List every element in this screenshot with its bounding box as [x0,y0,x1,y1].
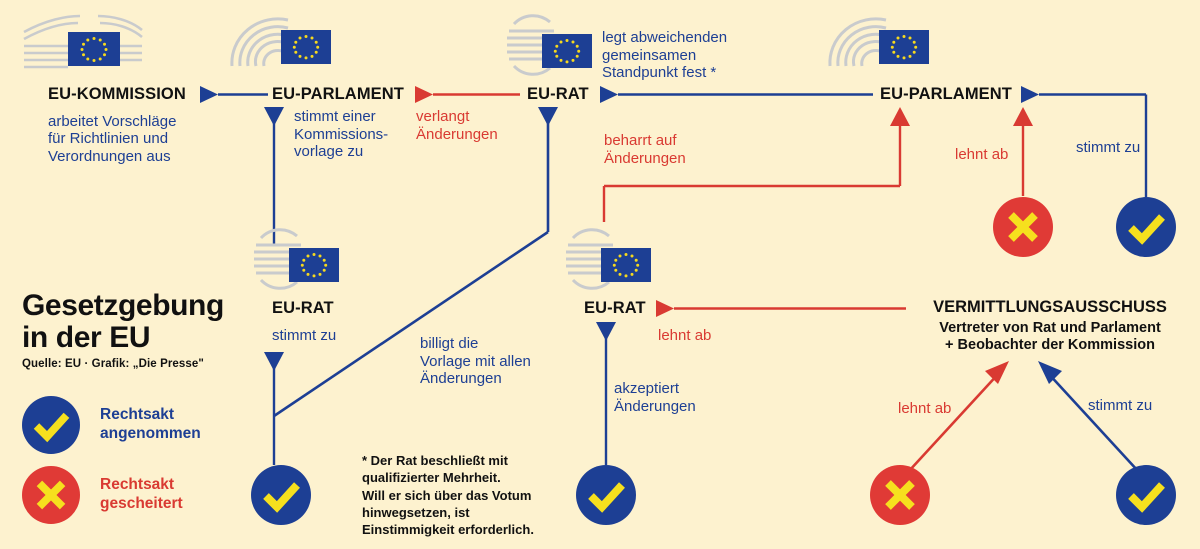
label-line: Vorlage mit allen [420,352,531,370]
node-title: EU-KOMMISSION [48,85,186,103]
edge-label-lehnt-ab-parlament: lehnt ab [955,146,1009,163]
edge-council-top-to-parliament-right [600,86,873,103]
check-circle-icon [251,465,311,525]
cross-circle-icon [870,465,930,525]
sub-line: arbeitet Vorschläge [48,112,177,130]
label-line: Änderungen [416,125,498,143]
footnote-line: qualifizierter Mehrheit. [362,470,501,486]
label-line: beharrt auf [604,132,677,149]
sub-line: Kommissions- [294,125,389,143]
edge-label-beharrt-auf-aenderungen: beharrt auf Änderungen [604,132,686,167]
node-vermittlungsausschuss[interactable]: VERMITTLUNGSAUSSCHUSS Vertreter von Rat … [900,299,1200,355]
edge-council-mid-akzeptiert [596,322,616,465]
sub-line: stimmt einer [294,108,376,125]
eu-parliament-logo [230,17,331,67]
legend-label: Rechtsakt gescheitert [100,476,183,513]
legend-line: Rechtsakt [100,476,175,494]
edge-commission-to-parliament [200,86,268,103]
node-title: VERMITTLUNGSAUSSCHUSS [933,298,1167,316]
legend-line: gescheitert [100,495,183,512]
sub-line: für Richtlinien und [48,130,169,148]
node-eu-rat-top[interactable]: EU-RAT [527,86,589,103]
page-title: Gesetzgebung in der EU [22,289,224,355]
cross-circle-icon [993,197,1053,257]
eu-council-logo [507,14,592,76]
legend-label: Rechtsakt angenommen [100,406,201,443]
label-line: Standpunkt fest * [602,64,717,82]
title-line-2: in der EU [22,321,151,355]
footnote-line: Einstimmigkeit erforderlich. [362,522,534,538]
edge-parliament-to-council-left [264,107,284,245]
edge-label-lehnt-ab-vermittlung: lehnt ab [898,400,952,417]
node-title: EU-RAT [584,299,646,317]
source-credit: Quelle: EU · Grafik: „Die Presse" [22,358,204,370]
node-subtitle: stimmt zu [272,327,336,345]
legend-line: Rechtsakt [100,406,175,424]
label-line: Änderungen [614,397,696,415]
check-circle-icon [576,465,636,525]
node-subtitle-line2: + Beobachter der Kommission [945,337,1155,354]
edge-label-billigt-vorlage: billigt die Vorlage mit allen Änderungen [420,335,531,388]
eu-council-logo [254,228,339,290]
node-subtitle: arbeitet Vorschläge für Richtlinien und … [48,113,186,166]
edge-council-left-to-check [264,352,284,465]
check-circle-icon [1116,197,1176,257]
label-line: gemeinsamen [602,46,697,64]
node-eu-parlament-top[interactable]: EU-PARLAMENT [272,86,404,103]
label-line: billigt die [420,335,479,352]
label-line: Änderungen [420,370,502,388]
footnote: * Der Rat beschließt mit qualifizierter … [362,452,534,538]
node-title: EU-PARLAMENT [272,85,404,103]
legend-line: angenommen [100,425,201,442]
node-title: EU-PARLAMENT [880,85,1012,103]
edge-label-stimmt-zu-parlament: stimmt zu [1076,139,1141,156]
node-eu-rat-left[interactable]: EU-RAT stimmt zu [272,300,336,344]
label-line: verlangt [416,108,470,125]
footnote-line: hinwegsetzen, ist [362,504,470,520]
cross-circle-icon [22,466,80,524]
node-title: EU-RAT [272,299,334,317]
node-eu-parlament-right[interactable]: EU-PARLAMENT [880,86,1012,103]
node-eu-kommission[interactable]: EU-KOMMISSION arbeitet Vorschläge für Ri… [48,86,186,166]
edge-conciliation-stimmt-zu [1038,361,1139,472]
edge-label-lehnt-ab-rat: lehnt ab [658,327,712,344]
node-subtitle-line1: Vertreter von Rat und Parlament [939,319,1161,336]
eu-commission-logo [23,14,143,69]
edge-parliament-to-council-top-red [415,86,520,103]
edge-label-verlangt-aenderungen: verlangt Änderungen [416,108,498,143]
eu-parliament-logo [828,17,929,67]
eu-council-logo [566,228,651,290]
edge-label-legt-standpunkt-fest: legt abweichenden gemeinsamen Standpunkt… [602,29,727,82]
sub-line: Verordnungen aus [48,147,171,165]
footnote-line: * Der Rat beschließt mit [362,453,508,468]
label-line: Änderungen [604,149,686,167]
edge-label-stimmt-zu-vermittlung: stimmt zu [1088,397,1153,414]
check-circle-icon [1116,465,1176,525]
footnote-line: Will er sich über das Votum [362,487,532,503]
legend-item-failed: Rechtsakt gescheitert [22,466,183,524]
label-line: akzeptiert [614,380,680,397]
sub-line: stimmt zu [272,326,337,344]
node-eu-rat-mid[interactable]: EU-RAT [584,300,646,317]
node-subtitle-parlament-top: stimmt einer Kommissions- vorlage zu [294,108,388,161]
node-title: EU-RAT [527,85,589,103]
title-line-1: Gesetzgebung [22,289,224,322]
edge-council-mid-to-conciliation [656,300,906,317]
check-circle-icon [22,396,80,454]
sub-line: vorlage zu [294,143,364,161]
edge-label-akzeptiert-aenderungen: akzeptiert Änderungen [614,380,696,415]
label-line: legt abweichenden [602,29,728,46]
legend-item-accepted: Rechtsakt angenommen [22,396,201,454]
edge-parliament-right-lehnt-ab [1013,107,1033,196]
